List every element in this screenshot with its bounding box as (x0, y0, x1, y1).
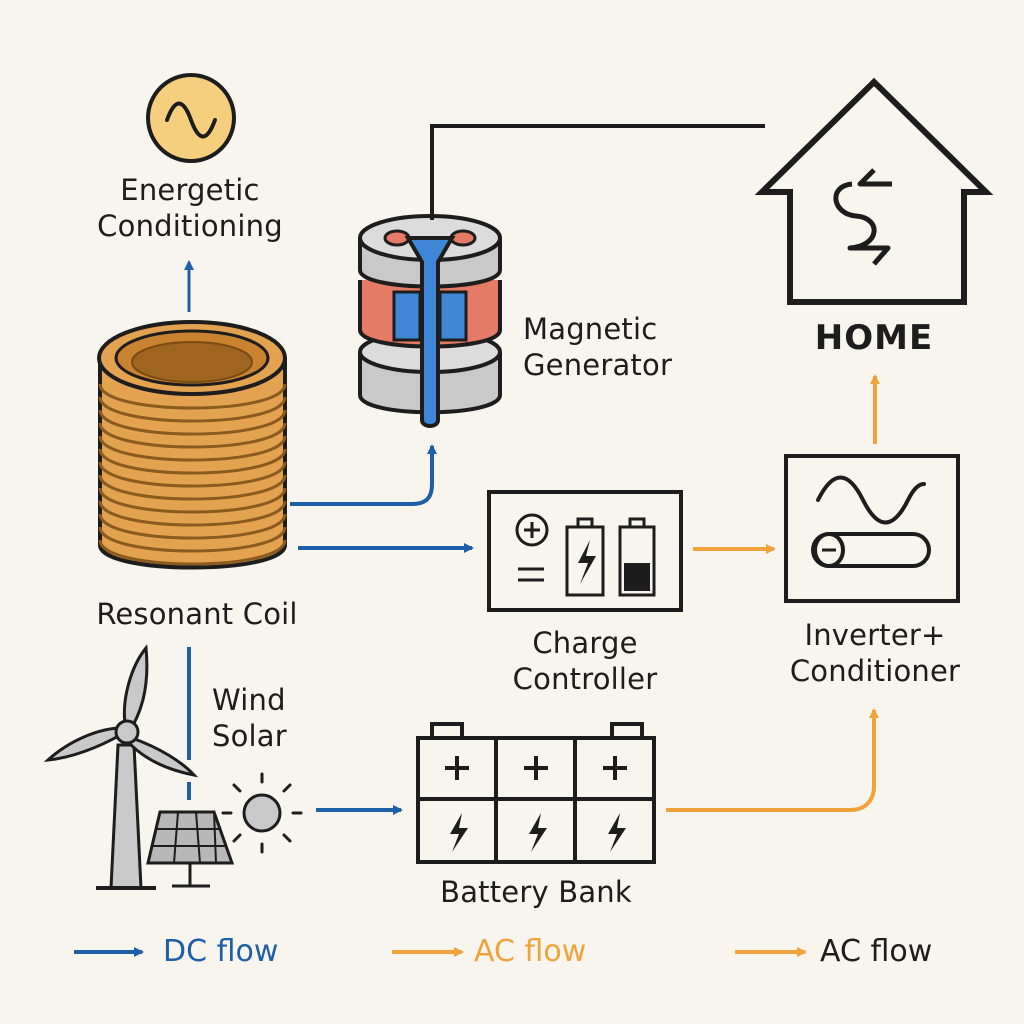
coil-winding (98, 448, 287, 475)
inverter-label: Inverter+ Conditioner (765, 617, 985, 689)
coil-label: Resonant Coil (96, 597, 298, 631)
wind-solar-label: Wind Solar (212, 682, 287, 754)
coil-winding (98, 539, 287, 566)
coil-winding (98, 396, 287, 423)
generator-label-line1: Magnetic (523, 312, 658, 346)
legend-dc-label: DC flow (163, 934, 279, 969)
generator-label: Magnetic Generator (523, 311, 672, 383)
coil-to-generator-arrow (290, 444, 437, 506)
coil-winding (98, 513, 287, 540)
sun-icon (221, 772, 303, 854)
generator-home-wire (430, 124, 765, 220)
coil-winding (98, 409, 287, 436)
coil-winding (98, 435, 287, 462)
solar-label: Solar (212, 719, 287, 753)
charge-controller-label-line1: Charge (532, 626, 638, 660)
coil-winding (98, 383, 287, 410)
conditioning-label-line1: Energetic (120, 173, 260, 207)
wind-turbine-icon (43, 644, 199, 890)
wind-label: Wind (212, 683, 286, 717)
coil-winding (98, 487, 287, 514)
battery-bank-label: Battery Bank (440, 875, 632, 909)
sine-wave-icon (146, 73, 236, 163)
magnet-icon (358, 214, 502, 428)
coil-winding (98, 500, 287, 527)
conditioning-label: Energetic Conditioning (70, 172, 310, 244)
battery-icon (416, 722, 656, 864)
coil-winding (98, 461, 287, 488)
generator-label-line2: Generator (523, 348, 673, 382)
home-label: HOME (814, 318, 934, 358)
solar-panel-icon (146, 810, 235, 888)
legend-ac-label: AC flow (474, 934, 587, 969)
legend-ac2-label: AC flow (820, 934, 933, 969)
conditioning-label-line2: Conditioning (97, 209, 283, 243)
battery-to-inverter-arrow (666, 708, 879, 812)
inverter-label-line2: Conditioner (789, 654, 961, 688)
battery-charge-icon (487, 490, 683, 612)
inverter-label-line1: Inverter+ (804, 618, 946, 652)
charge-controller-label: Charge Controller (480, 625, 690, 697)
coil-winding (98, 422, 287, 449)
coil-icon (97, 320, 287, 570)
house-icon (754, 77, 994, 305)
charge-controller-label-line2: Controller (512, 662, 658, 696)
coil-winding (98, 474, 287, 501)
coil-winding (98, 526, 287, 553)
inverter-icon (784, 454, 960, 603)
